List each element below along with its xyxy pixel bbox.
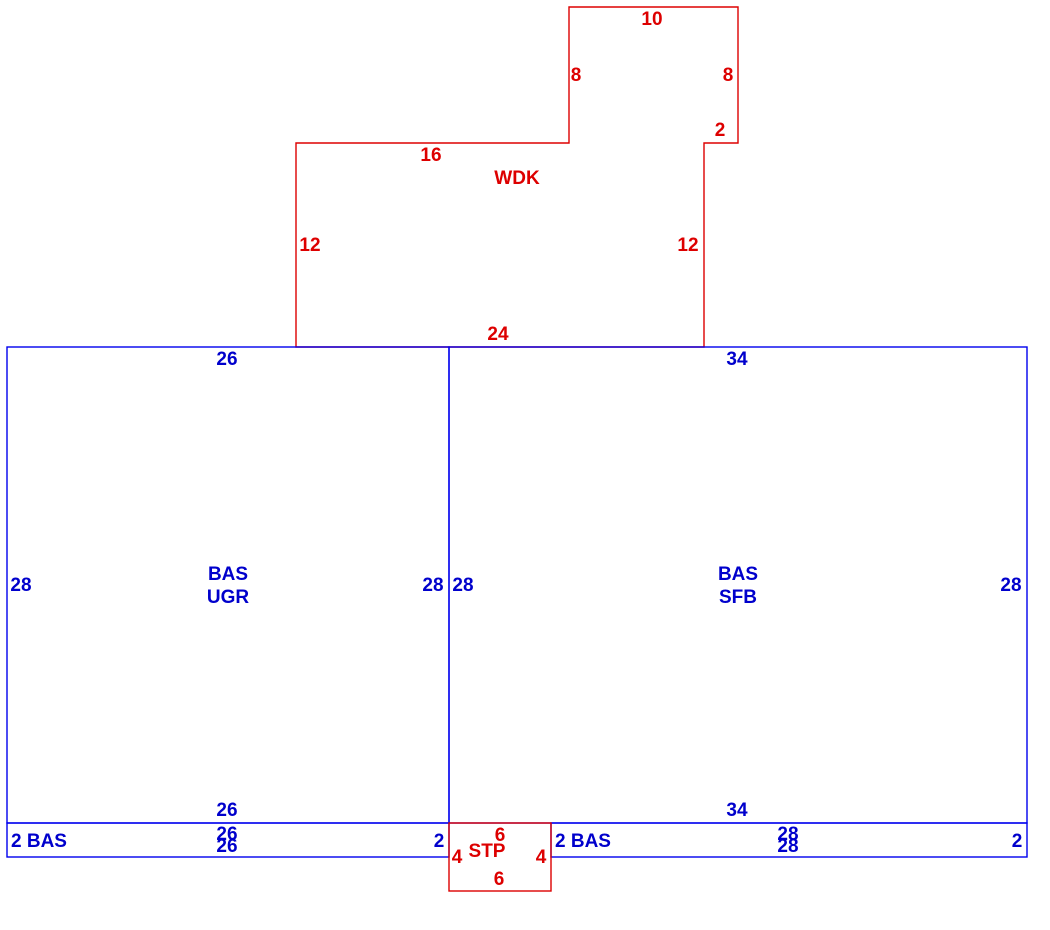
bas-ugr-outline	[6, 346, 450, 824]
wdk-dim-top: 10	[641, 9, 662, 30]
bas-sfb-label-2: SFB	[719, 587, 757, 608]
strip-left-dim-top: 26	[216, 824, 237, 845]
strip-left-dim-right: 2	[434, 831, 445, 852]
wdk-dim-right: 12	[677, 235, 698, 256]
wdk-dim-left: 12	[299, 235, 320, 256]
strip-right-dim-bottom: 28	[777, 836, 798, 857]
wdk-outline	[295, 6, 739, 348]
stp-dim-top: 6	[495, 825, 506, 846]
wdk-dim-upper-left: 16	[420, 145, 441, 166]
bas-sfb-label-1: BAS	[718, 564, 758, 585]
bas-ugr-dim-left: 28	[10, 575, 31, 596]
bas-sfb-dim-right: 28	[1000, 575, 1021, 596]
stp-dim-right: 4	[536, 847, 547, 868]
wdk-dim-step: 2	[715, 120, 726, 141]
bas-sfb-dim-top: 34	[726, 349, 748, 370]
stp-label: STP	[469, 841, 506, 862]
stp-dim-bottom: 6	[494, 869, 505, 890]
bas-sfb-outline	[448, 346, 1028, 824]
wdk-label: WDK	[494, 168, 540, 189]
strip-right-label: 2 BAS	[555, 831, 611, 852]
wdk-dim-bottom: 24	[487, 324, 509, 345]
bas-sfb-dim-bottom: 34	[726, 800, 748, 821]
bas-ugr-label-1: BAS	[208, 564, 248, 585]
bas-ugr-dim-bottom: 26	[216, 800, 237, 821]
bas-ugr-dim-top: 26	[216, 349, 237, 370]
wdk-dim-notch-right: 8	[723, 65, 734, 86]
strip-left-dim-bottom: 26	[216, 836, 237, 857]
bas-sfb-dim-left: 28	[452, 575, 473, 596]
stp-dim-left: 4	[452, 847, 463, 868]
bas-ugr-dim-right: 28	[422, 575, 443, 596]
strip-left-label: 2 BAS	[11, 831, 67, 852]
wdk-dim-notch-left: 8	[571, 65, 582, 86]
stp-outline	[448, 822, 552, 892]
strip-right-dim-right: 2	[1012, 831, 1023, 852]
bas-ugr-label-2: UGR	[207, 587, 250, 608]
strip-right-dim-top: 28	[777, 824, 798, 845]
